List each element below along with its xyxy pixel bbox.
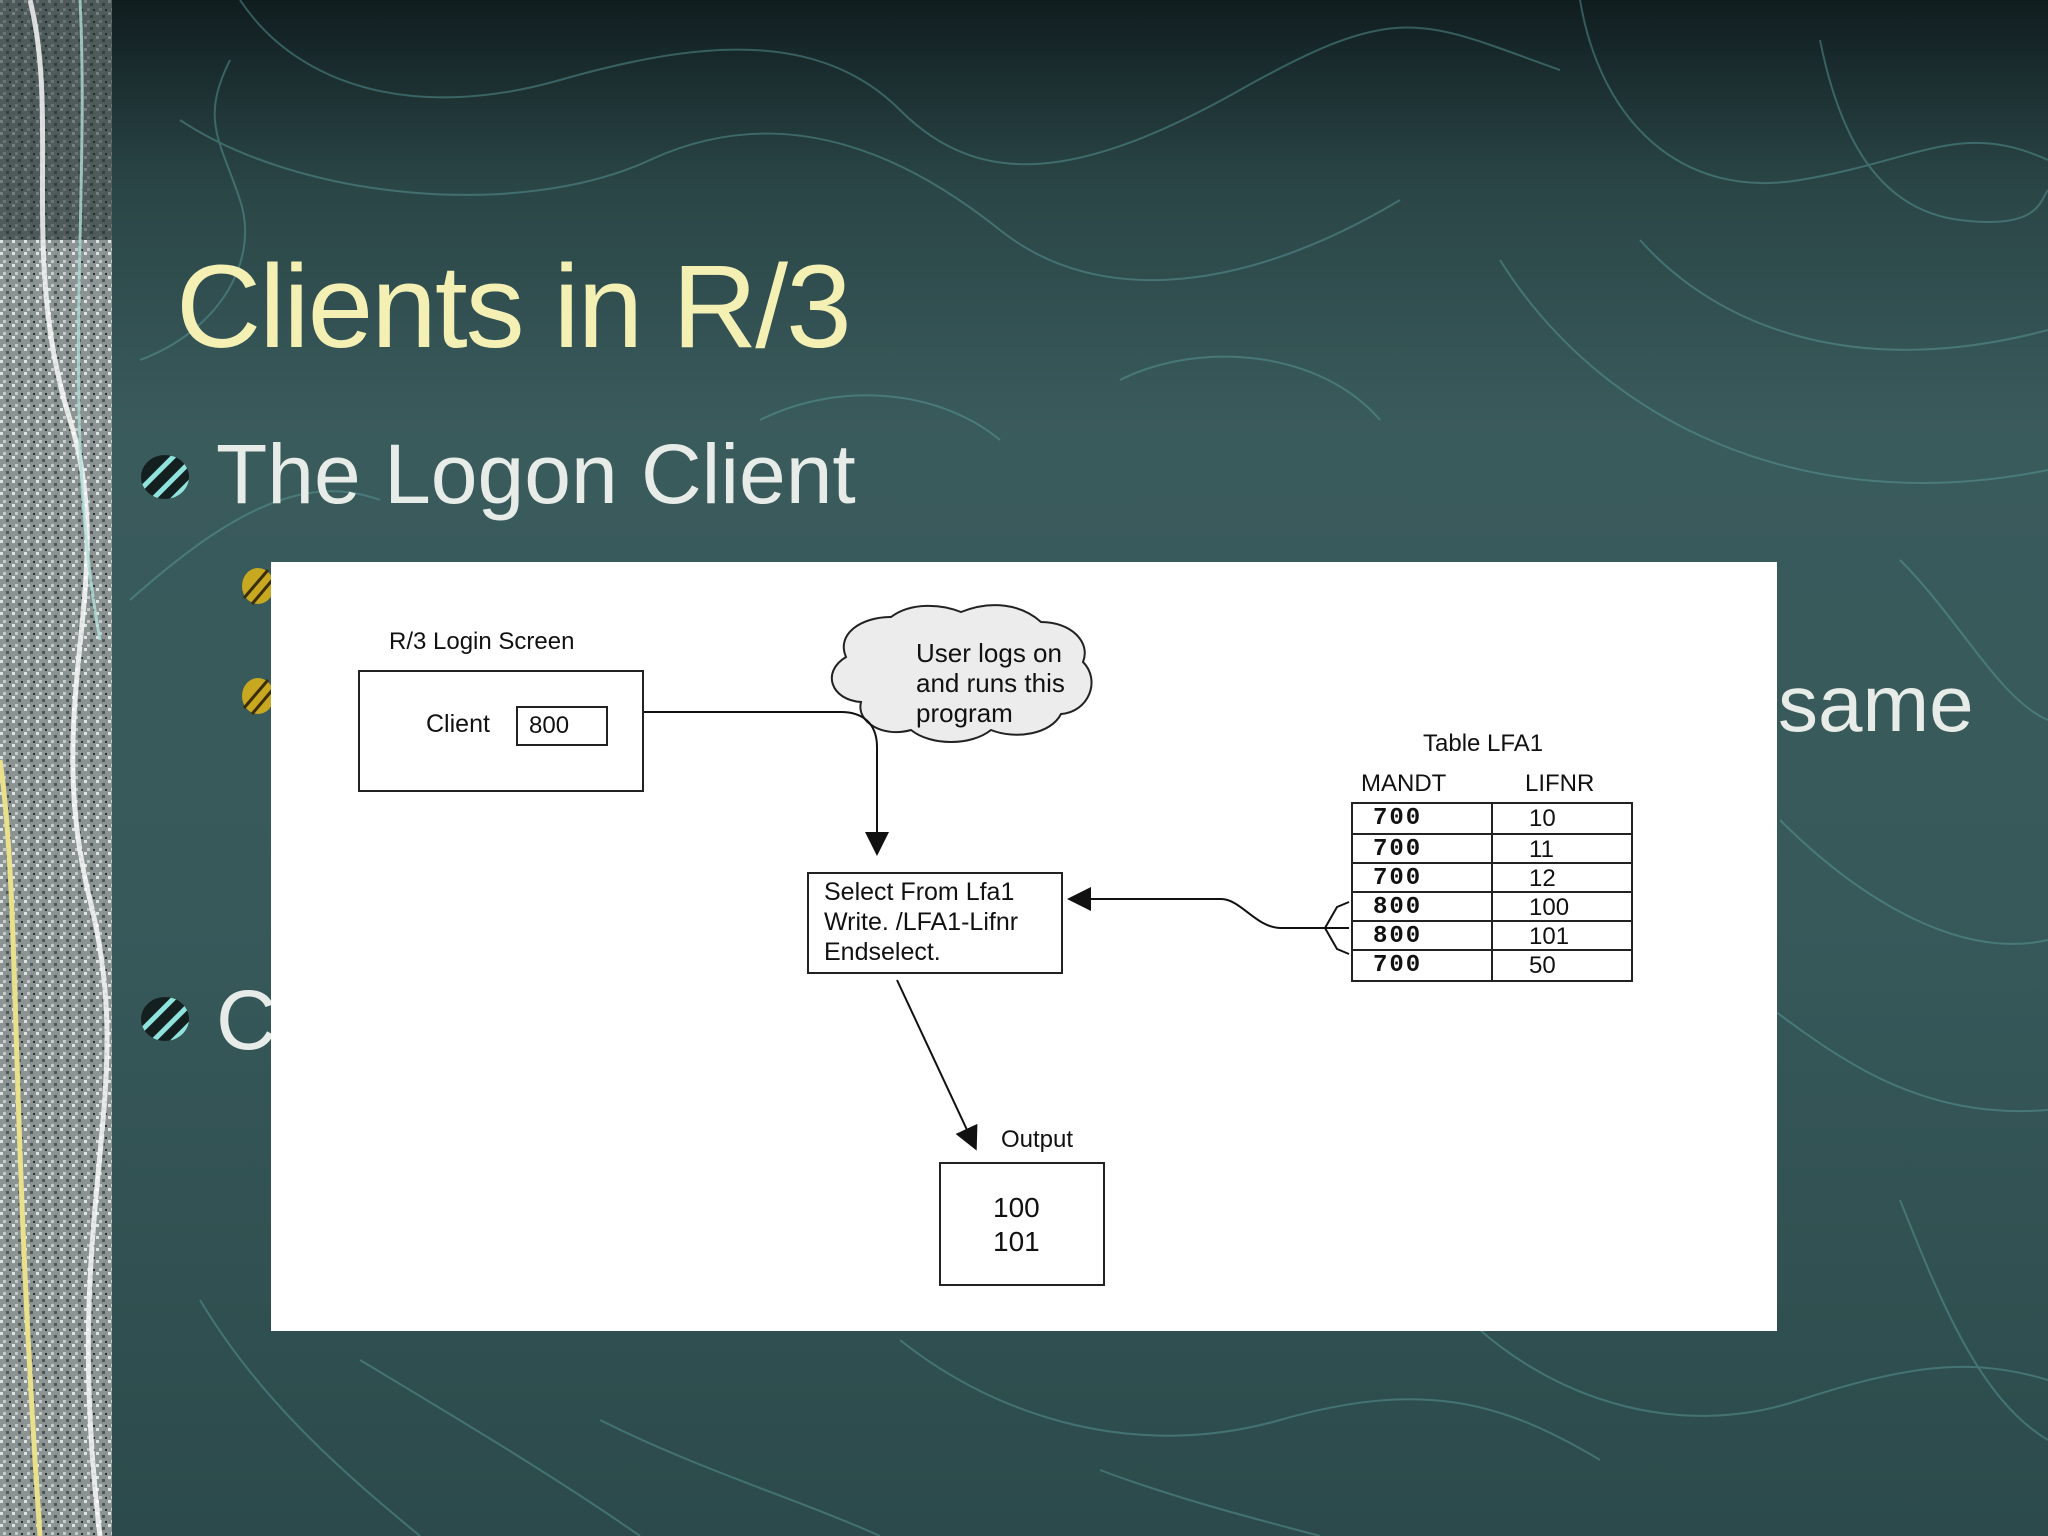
program-line-2: Write. /LFA1-Lifnr (824, 908, 1019, 936)
table-cell-lifnr: 11 (1529, 836, 1554, 863)
output-value-2: 101 (993, 1226, 1040, 1257)
table-cell-mandt: 800 (1373, 894, 1423, 921)
table-cell-lifnr: 10 (1529, 805, 1556, 832)
program-line-1: Select From Lfa1 (824, 878, 1015, 906)
yellow-sub-bullet-icon (242, 568, 276, 605)
cloud-line-1: User logs on (916, 638, 1062, 668)
table-cell-mandt: 700 (1373, 836, 1423, 863)
table-header-lifnr: LIFNR (1525, 770, 1595, 797)
table-cell-mandt: 700 (1373, 952, 1423, 979)
cloud-line-3: program (916, 698, 1013, 728)
table-cell-lifnr: 100 (1529, 894, 1570, 921)
output-value-1: 100 (993, 1192, 1040, 1223)
table-row: 700 11 (1353, 833, 1631, 862)
table-row: 700 12 (1353, 862, 1631, 891)
bullet-logon-client: The Logon Client (216, 427, 856, 521)
table-cell-lifnr: 101 (1529, 923, 1570, 950)
table-row: 700 10 (1353, 804, 1631, 833)
slide-title: Clients in R/3 (176, 241, 852, 373)
output-box (939, 1162, 1105, 1286)
yellow-sub-bullet-icon (242, 678, 276, 715)
output-label: Output (1001, 1126, 1074, 1153)
client-diagram: R/3 Login Screen Client 800 User logs on… (271, 562, 1777, 1331)
program-line-3: Endselect. (824, 938, 941, 966)
table-cell-lifnr: 12 (1529, 865, 1556, 892)
table-header-mandt: MANDT (1361, 770, 1447, 797)
partial-text-same: same (1778, 659, 1974, 748)
striped-ball-bullet-icon (141, 997, 189, 1041)
client-value-box (516, 706, 608, 746)
diagram-lines (643, 604, 1350, 1151)
table-cell-lifnr: 50 (1529, 952, 1556, 979)
striped-ball-bullet-icon (141, 455, 189, 499)
login-screen-label: R/3 Login Screen (389, 628, 575, 655)
bullet-partial-c: C (216, 973, 277, 1067)
program-box (807, 872, 1063, 974)
table-cell-mandt: 700 (1373, 865, 1423, 892)
table-cell-mandt: 800 (1373, 923, 1423, 950)
table-title: Table LFA1 (1423, 730, 1544, 757)
cloud-shape (830, 604, 1093, 743)
table-cell-mandt: 700 (1373, 805, 1423, 832)
cloud-line-2: and runs this (916, 668, 1065, 698)
table-row: 700 50 (1353, 949, 1631, 978)
lfa1-table: 700 10 700 11 700 12 800 100 800 101 700 50 (1351, 802, 1633, 982)
table-row: 800 100 (1353, 891, 1631, 920)
client-label: Client (426, 710, 490, 738)
table-row: 800 101 (1353, 920, 1631, 949)
left-texture-strip (0, 0, 112, 1536)
client-value: 800 (529, 712, 570, 739)
